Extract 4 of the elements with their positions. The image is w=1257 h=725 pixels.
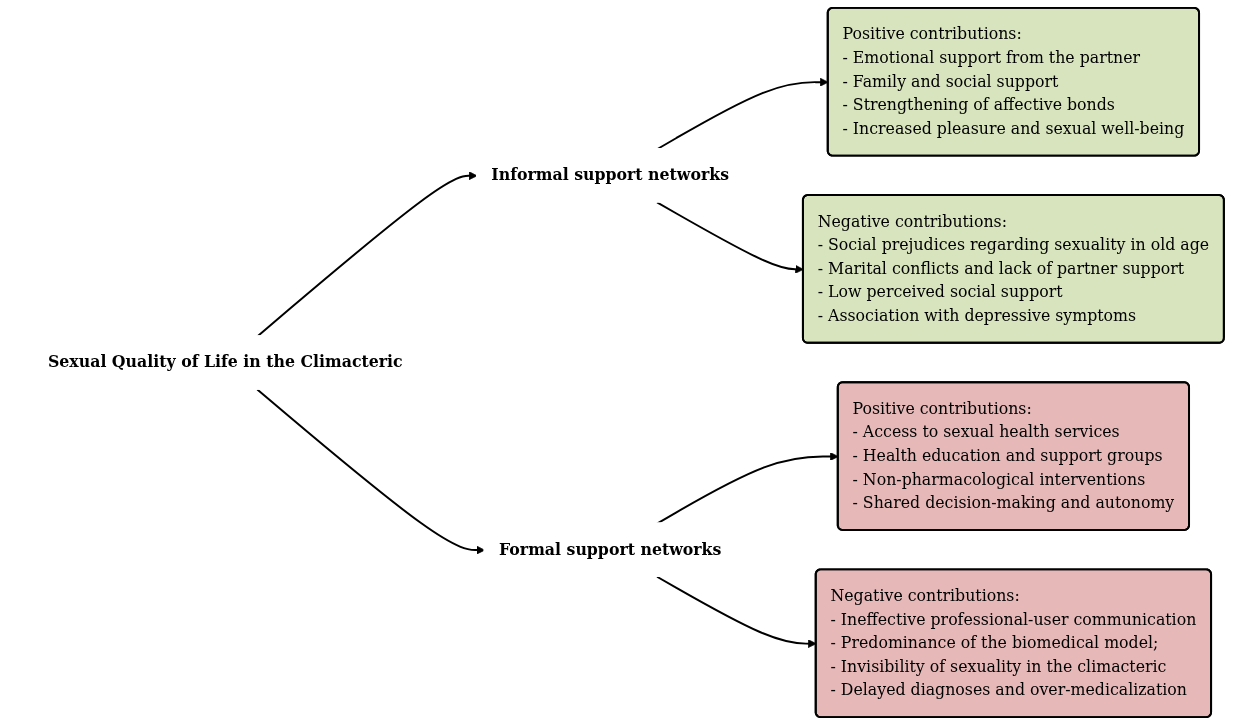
- arrow: [256, 388, 486, 555]
- node-text: Formal support networks: [499, 539, 722, 559]
- node-text: Informal support networks: [491, 165, 730, 185]
- node-text: Sexual Quality of Life in the Climacteric: [47, 352, 403, 372]
